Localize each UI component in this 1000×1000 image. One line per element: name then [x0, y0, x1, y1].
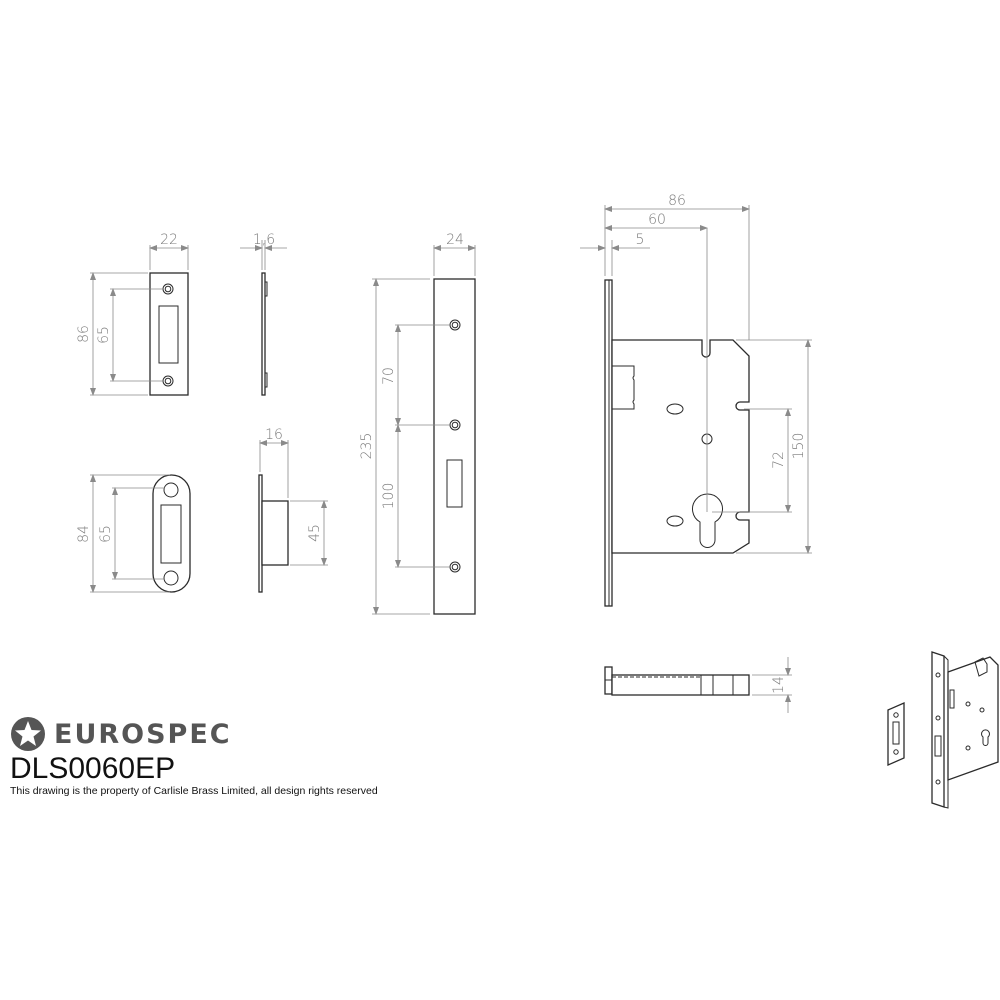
lock-body-side-view: 86 60 5 150 72: [580, 193, 812, 607]
forend-front-view: 24 235 70 100: [359, 232, 476, 615]
dim-radius-strike-depth: 16: [265, 427, 283, 443]
strike-plate-front-view: 22 86 65: [76, 232, 189, 396]
radius-strike-front-view: 84 65: [76, 474, 191, 593]
dim-forend-width: 24: [446, 232, 464, 248]
dim-forend-height: 235: [359, 433, 375, 460]
dim-centres: 72: [771, 451, 787, 469]
star-circle-icon: [11, 717, 45, 751]
dim-radius-strike-box: 45: [307, 524, 323, 542]
dim-case-height: 150: [791, 433, 807, 460]
rights-notice: This drawing is the property of Carlisle…: [10, 785, 378, 797]
dim-forend-upper-centres: 70: [381, 367, 397, 385]
dim-strike-centres: 65: [96, 326, 112, 344]
dim-forend-thickness: 5: [636, 232, 645, 248]
radius-strike-side-view: 16 45: [258, 427, 328, 593]
brand: EUROSPEC: [10, 716, 378, 752]
dim-strike-thickness: 1,6: [253, 232, 275, 248]
lock-body-top-view: 14: [604, 657, 792, 713]
dim-strike-width: 22: [160, 232, 178, 248]
isometric-view: [887, 651, 999, 809]
dim-radius-strike-height: 84: [76, 525, 92, 543]
strike-plate-side-view: 1,6: [240, 232, 287, 396]
dim-forend-lower-centres: 100: [381, 483, 397, 510]
dim-radius-strike-centres: 65: [98, 525, 114, 543]
brand-name: EUROSPEC: [54, 718, 232, 750]
dim-strike-height: 86: [76, 325, 92, 343]
dim-case-depth: 86: [668, 193, 686, 209]
title-block: EUROSPEC DLS0060EP This drawing is the p…: [10, 716, 378, 797]
dim-case-width: 14: [771, 676, 787, 694]
dim-backset: 60: [648, 212, 666, 228]
product-code: DLS0060EP: [10, 752, 176, 785]
